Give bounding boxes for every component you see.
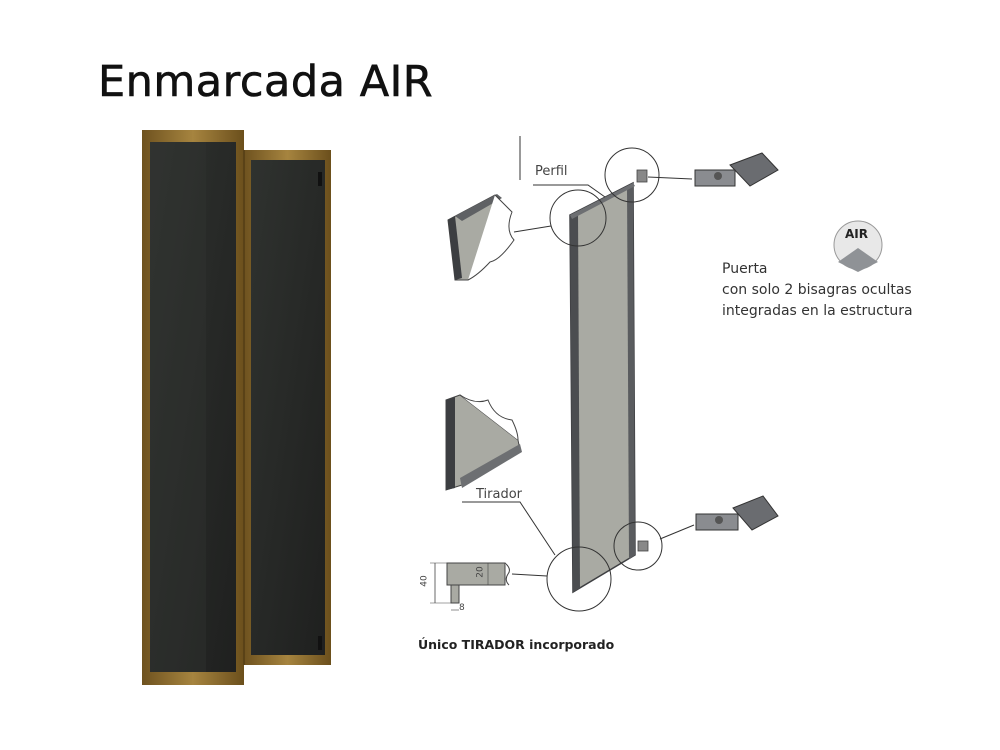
- dimension-20: 20: [475, 566, 486, 578]
- badge-air: AIR: [845, 227, 868, 241]
- dimension-40: 40: [419, 575, 430, 587]
- air-badge: [833, 220, 883, 272]
- right-door-glass: [251, 160, 325, 655]
- label-tirador: Tirador: [476, 487, 523, 502]
- detail-circles: [546, 147, 663, 612]
- hinge-top: [694, 152, 779, 187]
- left-door-glass: [150, 142, 236, 672]
- page-title: Enmarcada AIR: [98, 57, 434, 108]
- description-line-2: con solo 2 bisagras ocultas: [722, 282, 912, 298]
- label-perfil: Perfil: [535, 164, 568, 179]
- hinge-bottom: [695, 495, 779, 531]
- hinge-description: Puerta con solo 2 bisagras ocultas integ…: [722, 259, 913, 322]
- handle-detail: [445, 394, 522, 491]
- leader-lines: [462, 136, 695, 577]
- door-panel-diagram: [569, 169, 649, 594]
- profile-detail: [447, 194, 515, 281]
- handle-section-profile: [430, 562, 510, 611]
- description-line-1: Puerta: [722, 261, 768, 277]
- description-line-3: integradas en la estructura: [722, 303, 913, 319]
- door-pair-photo: [142, 130, 331, 685]
- handle-caption: Único TIRADOR incorporado: [418, 637, 615, 652]
- dimension-8: 8: [459, 603, 465, 613]
